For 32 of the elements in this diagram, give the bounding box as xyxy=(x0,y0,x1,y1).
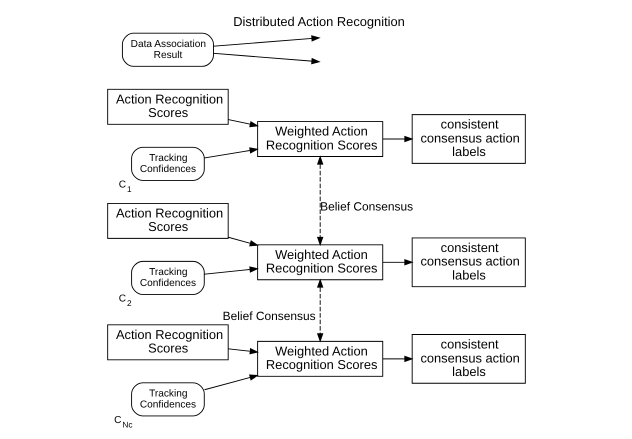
node-box: Weighted Action Recognition Scores xyxy=(256,121,383,157)
arrow xyxy=(316,155,323,246)
node-box: Weighted Action Recognition Scores xyxy=(256,244,383,280)
arrow xyxy=(212,35,320,47)
node-box: Tracking Confidences xyxy=(130,146,204,181)
arrow xyxy=(382,136,414,142)
node-box: consistent consensus action labels xyxy=(411,334,526,384)
node-label: C$_{Nc}$ xyxy=(114,415,132,430)
node-box: Data Association Result xyxy=(121,32,214,67)
edge-label: Belief Consensus xyxy=(320,200,413,214)
node-label: C$_{1}$ xyxy=(118,180,132,194)
arrow xyxy=(316,278,323,343)
arrow xyxy=(204,266,258,275)
node-label: C$_{2}$ xyxy=(118,294,132,308)
arrow xyxy=(204,147,258,158)
arrow xyxy=(382,259,414,266)
arrow xyxy=(227,348,258,354)
node-box: Weighted Action Recognition Scores xyxy=(256,340,383,377)
node-box: Tracking Confidences xyxy=(130,260,204,295)
node-box: Action Recognition Scores xyxy=(106,202,228,239)
arrow xyxy=(382,356,414,362)
diagram-title: Distributed Action Recognition xyxy=(232,14,404,30)
edge-label: Belief Consensus xyxy=(222,308,316,323)
arrow xyxy=(212,52,320,64)
node-box: Action Recognition Scores xyxy=(106,88,228,125)
arrow xyxy=(227,236,258,246)
node-box: Action Recognition Scores xyxy=(106,324,228,360)
node-box: consistent consensus action labels xyxy=(411,114,526,164)
node-box: Tracking Confidences xyxy=(130,382,204,416)
arrow xyxy=(227,119,258,128)
arrow xyxy=(204,374,258,390)
node-box: consistent consensus action labels xyxy=(411,237,526,288)
